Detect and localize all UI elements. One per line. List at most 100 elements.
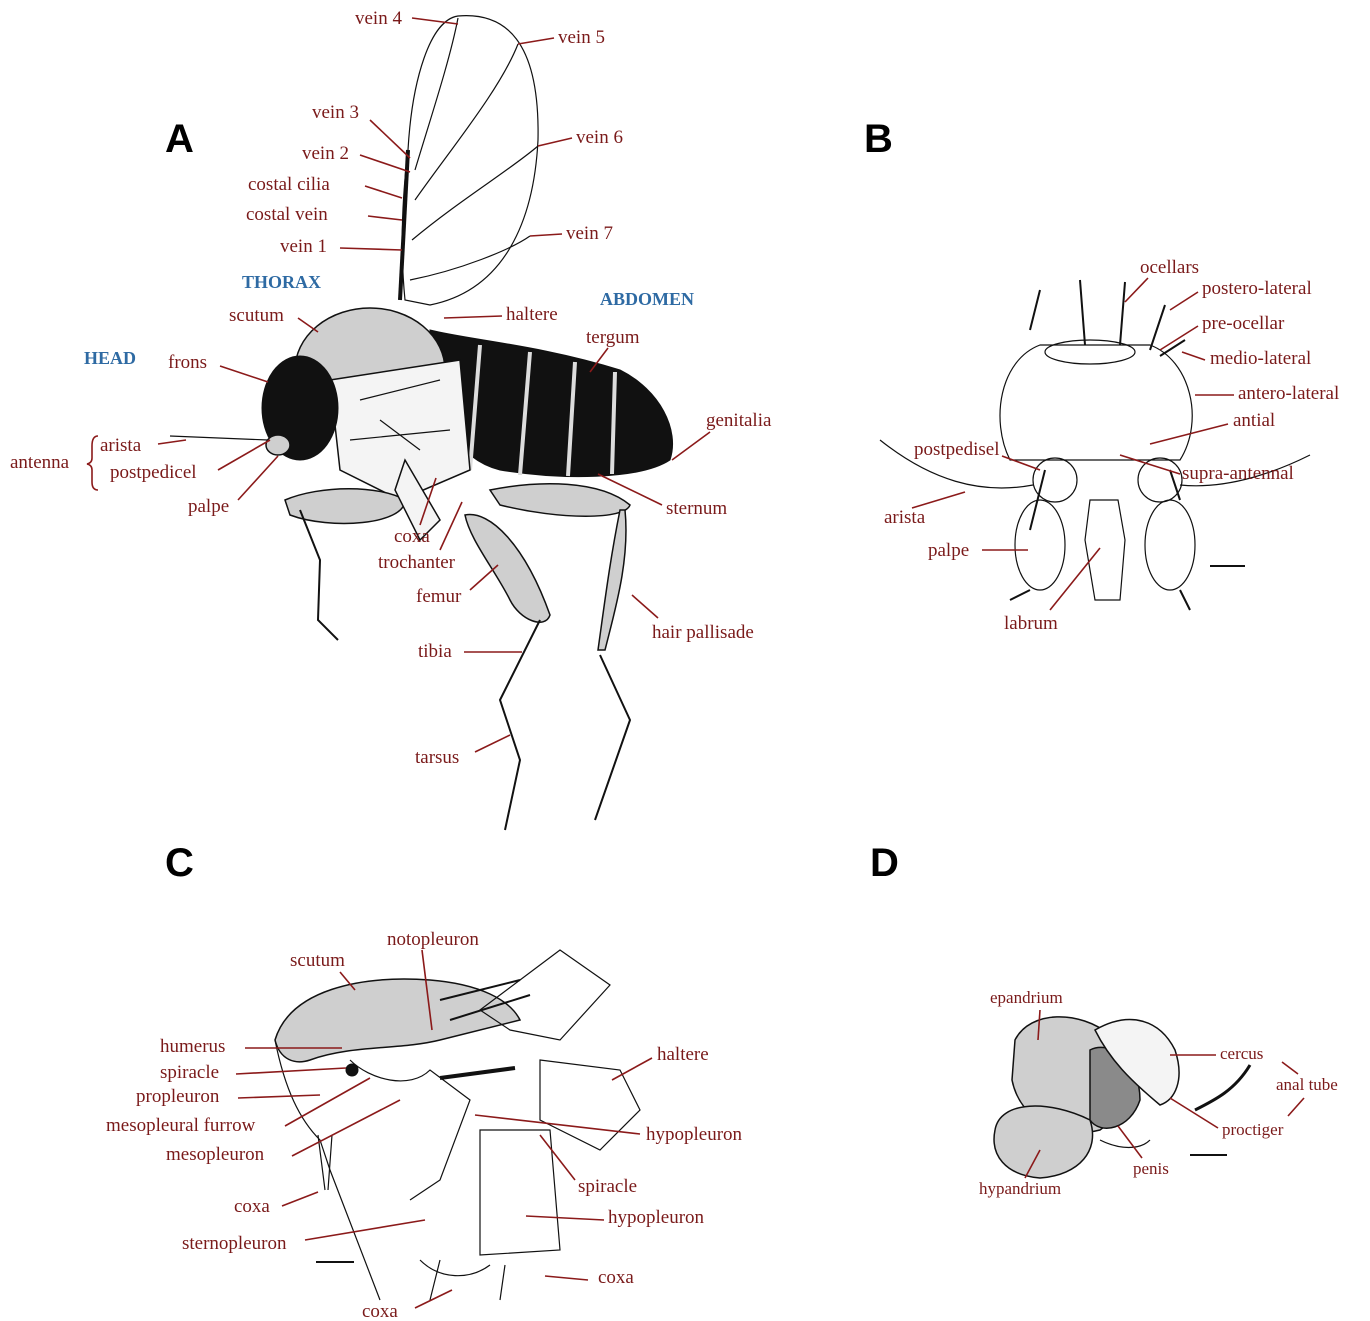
label-spiracle2: spiracle (578, 1176, 637, 1197)
leader-vein7 (530, 234, 562, 236)
label-coxa-c2: coxa (598, 1267, 634, 1288)
leader-postpedicel (218, 440, 270, 470)
label-anal-tube: anal tube (1276, 1075, 1338, 1094)
label-notopleuron: notopleuron (387, 929, 479, 950)
leader-mesopleural-furrow (285, 1078, 370, 1126)
region-thorax: THORAX (242, 272, 321, 292)
label-vein1: vein 1 (280, 236, 327, 257)
leader-vein3 (370, 120, 410, 158)
label-haltere-c: haltere (657, 1044, 709, 1065)
panel-d-letter: D (870, 841, 899, 885)
leader-vein6 (538, 138, 572, 146)
label-arista-b: arista (884, 507, 926, 528)
label-coxa-c: coxa (234, 1196, 270, 1217)
leader-sternopleuron (305, 1220, 425, 1240)
label-scutum: scutum (229, 305, 284, 326)
leader-medio-lateral (1182, 352, 1205, 360)
label-tarsus: tarsus (415, 747, 459, 768)
label-medio-lateral: medio-lateral (1210, 348, 1311, 369)
label-ocellars: ocellars (1140, 257, 1199, 278)
label-epandrium: epandrium (990, 988, 1063, 1007)
label-hair-pallisade: hair pallisade (652, 622, 754, 643)
label-antero-lateral: antero-lateral (1238, 383, 1339, 404)
leader-coxa-c (282, 1192, 318, 1206)
label-spiracle: spiracle (160, 1062, 219, 1083)
region-head: HEAD (84, 348, 136, 368)
label-vein4: vein 4 (355, 8, 402, 29)
label-antenna: antenna (10, 452, 70, 473)
leader-anal-tube-lower (1288, 1098, 1304, 1116)
label-palpe-b: palpe (928, 540, 969, 561)
label-tibia: tibia (418, 641, 452, 662)
label-proctiger: proctiger (1222, 1120, 1284, 1139)
leader-coxa-c2 (545, 1276, 588, 1280)
leader-haltere-c (612, 1058, 652, 1080)
leader-propleuron (238, 1095, 320, 1098)
leader-hypopleuron2 (526, 1216, 604, 1220)
leader-tarsus (475, 735, 510, 752)
panel-b: B ocellars postero-lateral pre-ocellar m… (864, 117, 1339, 634)
leader-anal-tube-upper (1282, 1062, 1298, 1074)
label-femur: femur (416, 586, 462, 607)
label-vein3: vein 3 (312, 102, 359, 123)
label-palpe-a: palpe (188, 496, 229, 517)
panel-a-letter: A (165, 117, 194, 161)
label-genitalia: genitalia (706, 410, 772, 431)
label-mesopleuron: mesopleuron (166, 1144, 265, 1165)
leader-spiracle (236, 1068, 346, 1074)
leader-labrum (1050, 548, 1100, 610)
label-arista: arista (100, 435, 142, 456)
label-sternopleuron: sternopleuron (182, 1233, 287, 1254)
label-costal-vein: costal vein (246, 204, 328, 225)
label-vein6: vein 6 (576, 127, 623, 148)
label-postpedicel: postpedicel (110, 462, 197, 483)
leader-arista-b (912, 492, 965, 508)
leader-costal-vein (368, 216, 402, 220)
leader-mesopleuron (292, 1100, 400, 1156)
label-penis: penis (1133, 1159, 1169, 1178)
panel-b-letter: B (864, 117, 893, 161)
leader-vein5 (518, 38, 554, 44)
legs-drawing (285, 460, 630, 830)
label-hypopleuron: hypopleuron (646, 1124, 743, 1145)
label-hypandrium: hypandrium (979, 1179, 1061, 1198)
leader-frons (220, 366, 268, 382)
leader-hypopleuron (475, 1115, 640, 1134)
leader-femur (470, 565, 498, 590)
label-sternum: sternum (666, 498, 727, 519)
label-tergum: tergum (586, 327, 640, 348)
leader-spiracle2 (540, 1135, 575, 1180)
genitalia-drawing (994, 1017, 1250, 1178)
label-antial: antial (1233, 410, 1275, 431)
panel-a: A (10, 8, 772, 830)
label-haltere: haltere (506, 304, 558, 325)
label-postpedisel: postpedisel (914, 439, 1000, 460)
label-mesopleural-furrow: mesopleural furrow (106, 1115, 256, 1136)
leader-vein2 (360, 155, 410, 172)
panel-c: C notopleuron scutum humerus haltere spi… (106, 841, 743, 1321)
label-vein5: vein 5 (558, 27, 605, 48)
label-propleuron: propleuron (136, 1086, 220, 1107)
label-pre-ocellar: pre-ocellar (1202, 313, 1285, 334)
leader-vein1 (340, 248, 402, 250)
leader-penis (1118, 1126, 1142, 1158)
label-supra-antennal: supra-antennal (1182, 463, 1294, 484)
leader-ocellars (1125, 278, 1148, 302)
wing-drawing (400, 16, 538, 305)
label-coxa-c3: coxa (362, 1301, 398, 1321)
region-abdomen: ABDOMEN (600, 289, 694, 309)
leader-trochanter (440, 502, 462, 550)
label-vein2: vein 2 (302, 143, 349, 164)
leader-postero-lateral (1170, 292, 1198, 310)
panel-c-letter: C (165, 841, 194, 885)
leader-haltere (444, 316, 502, 318)
label-labrum: labrum (1004, 613, 1058, 634)
label-hypopleuron2: hypopleuron (608, 1207, 705, 1228)
leader-costal-cilia (365, 186, 402, 198)
leader-coxa-c3 (415, 1290, 452, 1308)
label-coxa-a: coxa (394, 526, 430, 547)
leader-scutum (298, 318, 318, 332)
leader-arista (158, 440, 186, 444)
label-frons: frons (168, 352, 207, 373)
